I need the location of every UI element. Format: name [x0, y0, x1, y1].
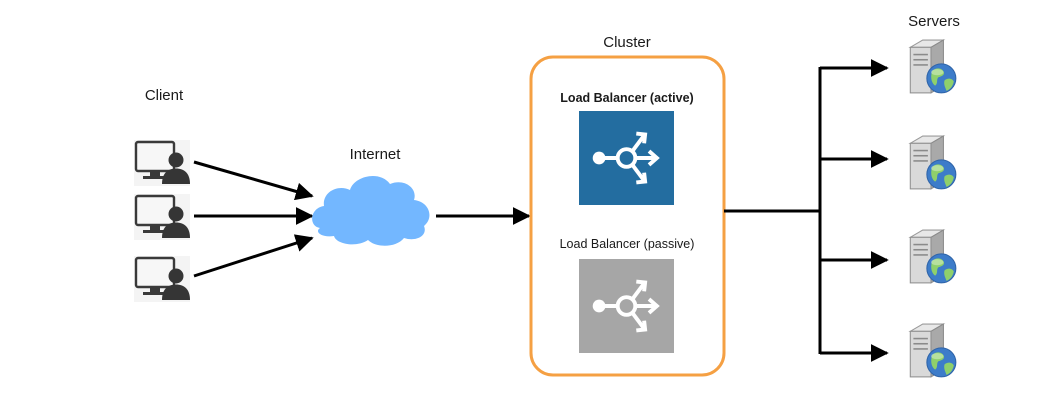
client-arrows: [193, 160, 314, 278]
arrow: [193, 234, 314, 278]
server-globe-icon: [909, 229, 957, 284]
server-connectors: [724, 59, 889, 362]
client-computer-icon: [134, 194, 190, 240]
server-globe-icon: [909, 39, 957, 94]
lb-active-label: Load Balancer (active): [560, 91, 693, 105]
server-group: [909, 39, 957, 378]
cloud-icon: [312, 176, 430, 246]
client-group: [134, 140, 190, 302]
client-computer-icon: [134, 256, 190, 302]
servers-label: Servers: [908, 13, 960, 30]
lb-passive-label: Load Balancer (passive): [560, 237, 695, 251]
client-computer-icon: [134, 140, 190, 186]
cluster-label: Cluster: [603, 34, 651, 51]
internet-label: Internet: [350, 146, 402, 163]
server-globe-icon: [909, 135, 957, 190]
cluster-box: [529, 55, 726, 377]
arrow: [193, 160, 314, 201]
server-globe-icon: [909, 323, 957, 378]
client-label: Client: [145, 87, 184, 104]
